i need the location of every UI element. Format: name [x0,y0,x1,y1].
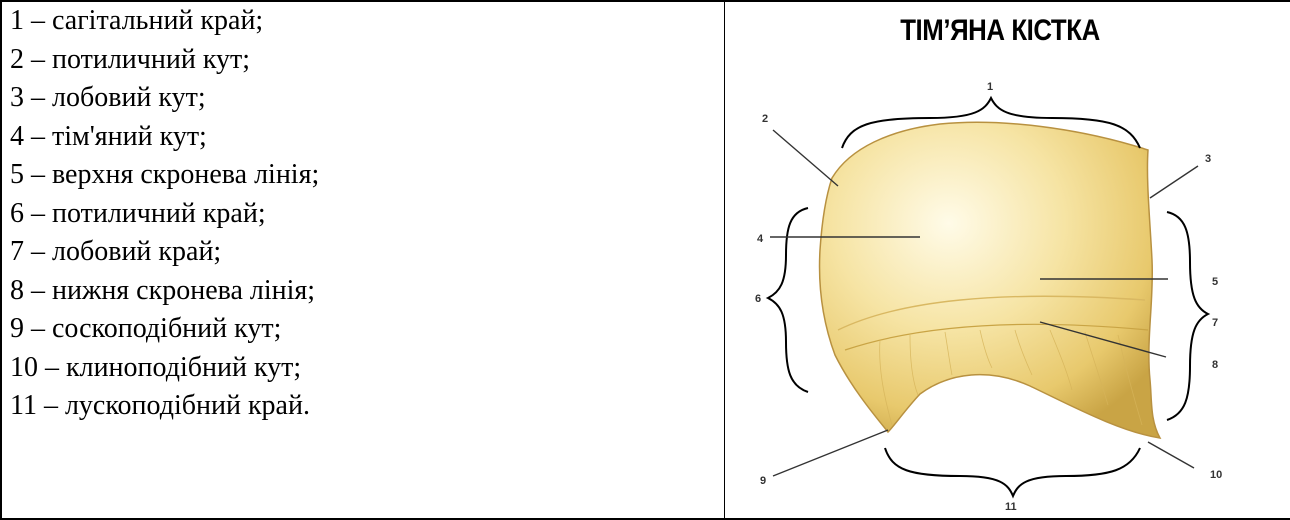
leader-line-2 [773,130,838,186]
label-1: 1 [987,81,993,93]
label-2: 2 [762,113,768,125]
bracket-11 [885,448,1140,496]
leader-line-10 [1148,442,1194,468]
leader-line-9 [773,430,888,476]
label-10: 10 [1210,469,1222,481]
legend-item: 1 – сагітальний край; [10,2,710,41]
legend-item: 9 – соскоподібний кут; [10,310,710,349]
leader-line-3 [1150,166,1198,198]
parietal-bone-diagram: 1 2 3 4 5 6 7 8 9 10 11 [724,0,1290,520]
label-4: 4 [757,233,764,245]
legend-item: 5 – верхня скронева лінія; [10,156,710,195]
legend-list: 1 – сагітальний край; 2 – потиличний кут… [10,2,710,426]
legend-item: 3 – лобовий кут; [10,79,710,118]
label-9: 9 [760,475,766,487]
legend-item: 11 – лускоподібний край. [10,387,710,426]
label-3: 3 [1205,153,1211,165]
bracket-6 [768,208,808,392]
legend-item: 4 – тім'яний кут; [10,118,710,157]
bracket-7 [1167,212,1208,420]
parietal-bone-shape [820,122,1160,438]
legend-item: 7 – лобовий край; [10,233,710,272]
label-8: 8 [1212,359,1218,371]
label-7: 7 [1212,317,1218,329]
label-6: 6 [755,293,761,305]
legend-item: 6 – потиличний край; [10,195,710,234]
label-11: 11 [1005,501,1017,513]
legend-item: 2 – потиличний кут; [10,41,710,80]
legend-item: 10 – клиноподібний кут; [10,349,710,388]
label-5: 5 [1212,276,1218,288]
legend-item: 8 – нижня скронева лінія; [10,272,710,311]
